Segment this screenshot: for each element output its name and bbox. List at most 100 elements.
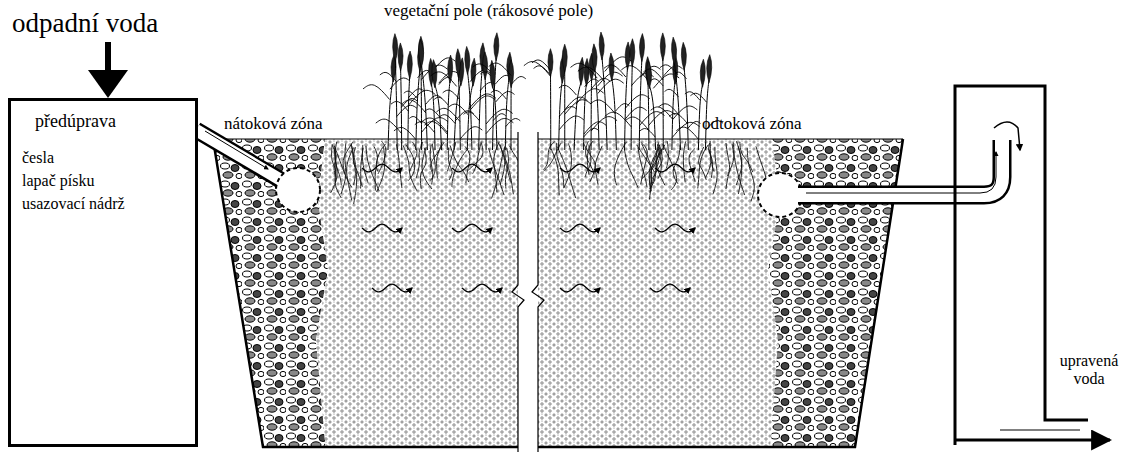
reed-plume bbox=[647, 61, 652, 89]
reed-stem bbox=[511, 85, 512, 150]
root bbox=[726, 143, 730, 176]
reed-leaf bbox=[493, 114, 506, 121]
reed-stem bbox=[401, 68, 402, 150]
reed-stem bbox=[674, 62, 680, 150]
reed-stem bbox=[435, 85, 442, 150]
reed-stem bbox=[631, 64, 632, 150]
root bbox=[658, 149, 661, 179]
bed-outline bbox=[213, 139, 903, 447]
reed-leaf bbox=[559, 85, 576, 95]
root bbox=[341, 143, 346, 194]
reed-leaf bbox=[390, 78, 410, 89]
reed-leaf bbox=[421, 118, 447, 133]
flow-arrow bbox=[560, 284, 600, 292]
root bbox=[585, 146, 591, 177]
inlet-gravel bbox=[200, 139, 328, 452]
box-heading: předúprava bbox=[35, 111, 116, 132]
reed-plume bbox=[700, 59, 705, 87]
inlet-pipe-inner bbox=[196, 130, 286, 183]
reed-stem bbox=[493, 85, 497, 150]
root bbox=[624, 149, 638, 188]
reed-leaf bbox=[672, 106, 697, 120]
reed-leaf bbox=[578, 67, 605, 82]
root bbox=[376, 144, 385, 171]
outflow-label: upravená voda bbox=[1058, 352, 1120, 389]
reed-leaf bbox=[404, 91, 417, 98]
reed-stem bbox=[649, 86, 655, 150]
root bbox=[431, 142, 445, 172]
reed-leaf bbox=[415, 122, 435, 133]
zone-label: odtoková zóna bbox=[702, 114, 802, 134]
reed-leaf bbox=[443, 90, 460, 99]
reed-stem bbox=[388, 79, 393, 150]
reed-leaf bbox=[469, 94, 496, 109]
reed-leaf bbox=[591, 117, 617, 131]
root bbox=[420, 148, 426, 189]
reed-plume bbox=[672, 37, 677, 65]
outlet-flow-line bbox=[806, 152, 996, 193]
reed-leaf bbox=[511, 77, 526, 85]
reed-plume bbox=[456, 49, 461, 77]
root bbox=[595, 146, 602, 185]
reed-leaf bbox=[604, 65, 626, 77]
reed-leaf bbox=[690, 93, 706, 102]
reed-leaf bbox=[685, 92, 700, 100]
reed-plume bbox=[407, 51, 412, 79]
reed-leaf bbox=[391, 101, 408, 111]
root bbox=[747, 148, 754, 201]
reed-leaf bbox=[380, 72, 397, 81]
reed-leaf bbox=[665, 89, 679, 97]
outlet-pipe bbox=[798, 140, 1002, 195]
outlet-pipe-inner bbox=[797, 139, 1002, 195]
reed-leaf bbox=[408, 89, 424, 98]
reed-leaf bbox=[643, 69, 663, 80]
reed-leaf bbox=[559, 116, 584, 130]
reed-leaf bbox=[590, 100, 615, 114]
reed-stem bbox=[416, 69, 420, 150]
inflow-label: odpadní voda bbox=[12, 8, 158, 39]
reed-leaf bbox=[402, 100, 426, 113]
bed-surface bbox=[213, 139, 903, 140]
reed-leaf bbox=[584, 122, 606, 134]
reed-leaf bbox=[524, 62, 551, 77]
reed-leaf bbox=[625, 95, 649, 109]
reed-leaf bbox=[625, 117, 649, 130]
root bbox=[332, 144, 336, 182]
reeds bbox=[363, 32, 723, 150]
inlet-drain-pipe bbox=[276, 168, 320, 212]
root bbox=[642, 144, 652, 193]
reed-leaf bbox=[449, 104, 469, 115]
reed-stem bbox=[479, 68, 483, 150]
root bbox=[499, 143, 514, 194]
root bbox=[586, 141, 595, 174]
break-line bbox=[532, 132, 544, 452]
reed-leaf bbox=[397, 105, 417, 116]
root bbox=[551, 149, 559, 196]
reed-stem bbox=[574, 82, 581, 150]
reed-leaf bbox=[491, 90, 507, 99]
process-box: předúpravačeslalapač pískuusazovací nádr… bbox=[8, 98, 198, 447]
reed-leaf bbox=[425, 109, 441, 118]
root bbox=[583, 143, 595, 182]
inflow-arrow-head bbox=[88, 70, 128, 98]
reed-leaf bbox=[571, 63, 598, 78]
reed-leaf bbox=[496, 92, 515, 102]
reed-plume bbox=[483, 52, 488, 80]
root bbox=[740, 142, 753, 172]
reed-leaf bbox=[676, 127, 698, 139]
flow-arrow bbox=[560, 164, 600, 172]
reed-leaf bbox=[598, 79, 624, 93]
root bbox=[362, 145, 368, 184]
flow-arrow bbox=[362, 224, 402, 232]
reed-leaf bbox=[439, 115, 455, 124]
reed-stem bbox=[467, 83, 473, 150]
reed-stem bbox=[684, 67, 688, 150]
root bbox=[334, 148, 341, 198]
reed-leaf bbox=[436, 108, 460, 121]
reed-plume bbox=[630, 39, 635, 67]
zone-label: nátoková zóna bbox=[224, 114, 323, 134]
root bbox=[732, 144, 745, 195]
reed-stem bbox=[591, 78, 593, 150]
flow-arrow bbox=[452, 164, 492, 172]
